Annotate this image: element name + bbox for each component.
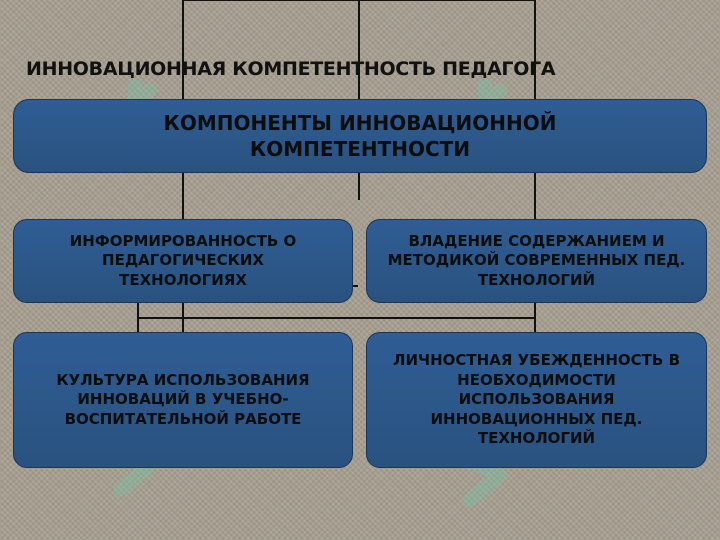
- components-box-label: КОМПОНЕНТЫ ИННОВАЦИОННОЙ КОМПЕТЕНТНОСТИ: [163, 111, 557, 161]
- mastery-box: ВЛАДЕНИЕ СОДЕРЖАНИЕМ И МЕТОДИКОЙ СОВРЕМЕ…: [366, 219, 707, 303]
- page-title: ИННОВАЦИОННАЯ КОМПЕТЕНТНОСТЬ ПЕДАГОГА: [26, 58, 556, 80]
- informedness-box-label: ИНФОРМИРОВАННОСТЬ О ПЕДАГОГИЧЕСКИХ ТЕХНО…: [69, 231, 297, 289]
- belief-box: ЛИЧНОСТНАЯ УБЕЖДЕННОСТЬ В НЕОБХОДИМОСТИ …: [366, 332, 707, 468]
- components-box: КОМПОНЕНТЫ ИННОВАЦИОННОЙ КОМПЕТЕНТНОСТИ: [13, 99, 707, 173]
- mastery-box-label: ВЛАДЕНИЕ СОДЕРЖАНИЕМ И МЕТОДИКОЙ СОВРЕМЕ…: [387, 231, 686, 289]
- informedness-box: ИНФОРМИРОВАННОСТЬ О ПЕДАГОГИЧЕСКИХ ТЕХНО…: [13, 219, 353, 303]
- culture-box-label: КУЛЬТУРА ИСПОЛЬЗОВАНИЯ ИННОВАЦИЙ В УЧЕБН…: [56, 370, 310, 428]
- belief-box-label: ЛИЧНОСТНАЯ УБЕЖДЕННОСТЬ В НЕОБХОДИМОСТИ …: [392, 351, 680, 448]
- culture-box: КУЛЬТУРА ИСПОЛЬЗОВАНИЯ ИННОВАЦИЙ В УЧЕБН…: [13, 332, 353, 468]
